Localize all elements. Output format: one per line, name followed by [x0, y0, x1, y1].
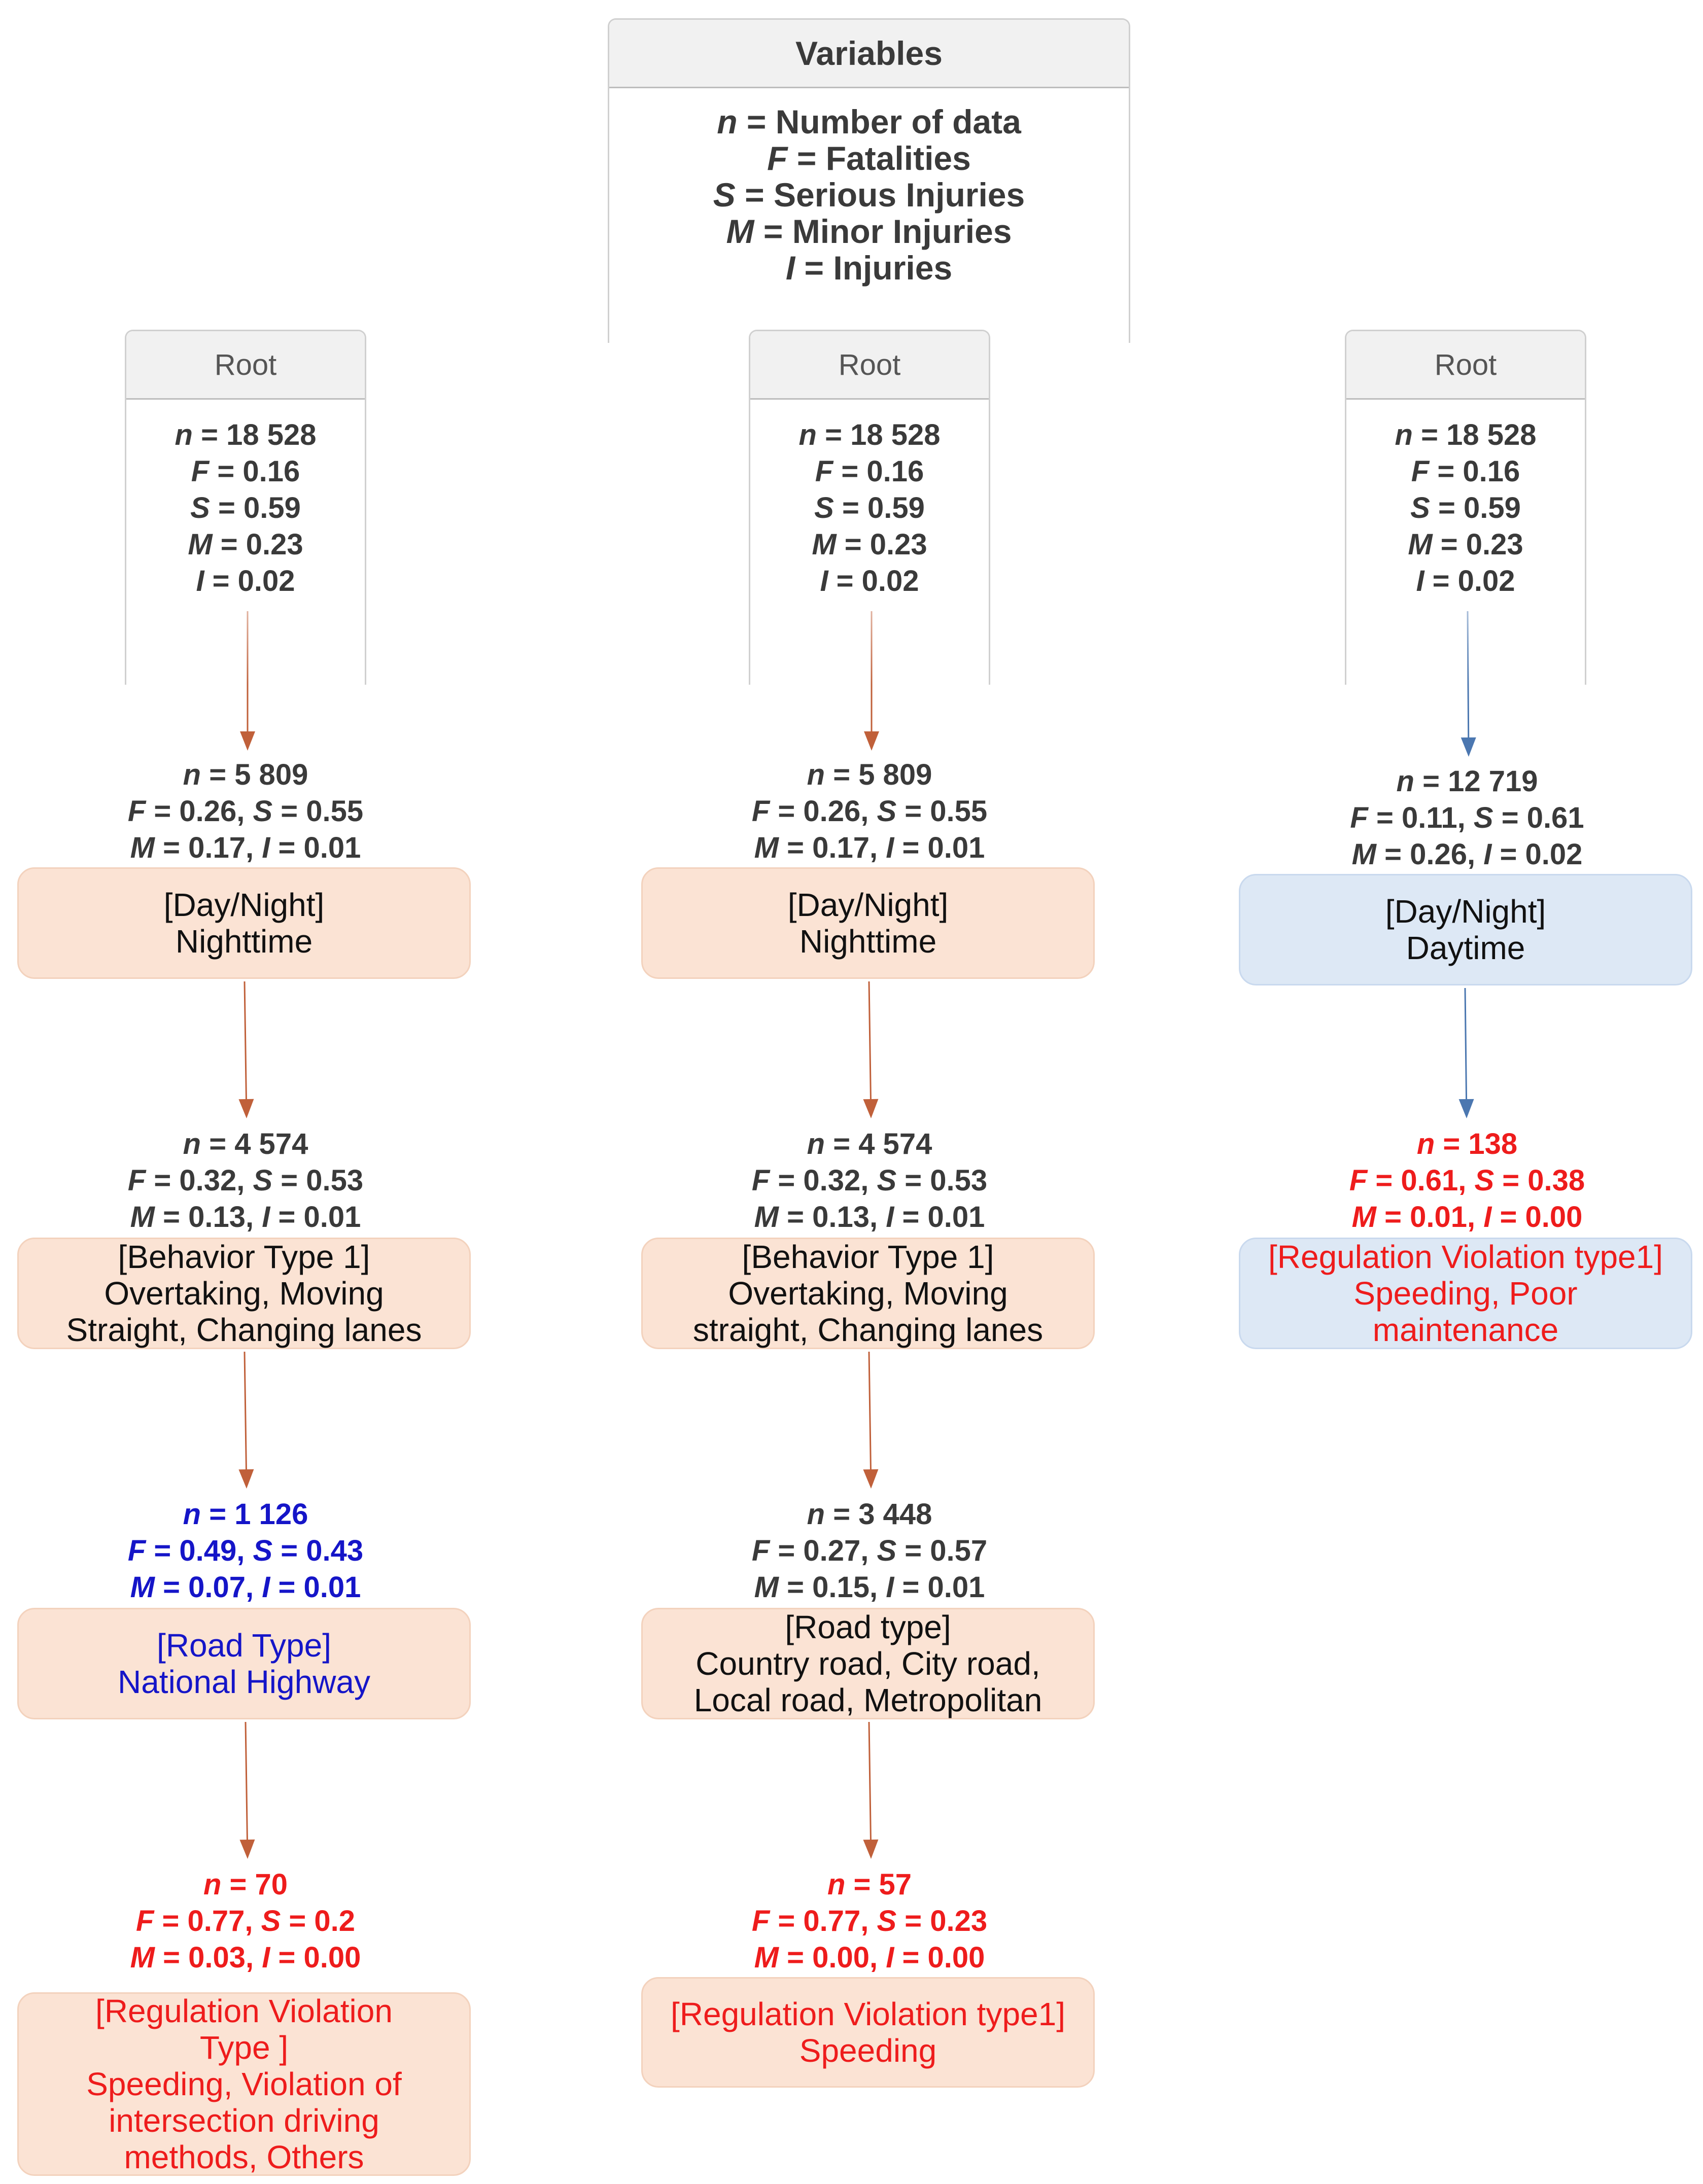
- tree3-root: Root n = 18 528 F = 0.16 S = 0.59 M = 0.…: [1345, 330, 1586, 685]
- tree1-node-behavior-type: [Behavior Type 1] Overtaking, Moving Str…: [17, 1238, 471, 1349]
- tree1-node-regulation-violation: [Regulation Violation Type ] Speeding, V…: [17, 1992, 471, 2176]
- tree2-root: Root n = 18 528 F = 0.16 S = 0.59 M = 0.…: [749, 330, 990, 685]
- edge-arrowhead-6: [863, 1099, 879, 1118]
- tree1-l1-stats: n = 5 809 F = 0.26, S = 0.55 M = 0.17, I…: [127, 758, 364, 864]
- tree2-node-behavior-type: [Behavior Type 1] Overtaking, Moving str…: [641, 1238, 1095, 1349]
- tree2-node-road-type: [Road type] Country road, City road, Loc…: [641, 1608, 1095, 1719]
- edge-arrowhead-5: [864, 731, 879, 751]
- tree2-node-nighttime: [Day/Night] Nighttime: [641, 867, 1095, 979]
- variables-legend: Variables n = Number of data F = Fatalit…: [608, 18, 1130, 343]
- edge-line-10: [1464, 988, 1468, 1100]
- edge-arrowhead-1: [240, 731, 255, 751]
- legend-item-i: I = Injuries: [785, 249, 953, 287]
- edge-arrowhead-9: [1461, 737, 1476, 757]
- tree1-l4-stats: n = 70 F = 0.77, S = 0.2 M = 0.03, I = 0…: [130, 1868, 361, 1974]
- edge-line-3: [244, 1351, 247, 1470]
- edge-arrowhead-4: [239, 1839, 255, 1859]
- tree2-node-regulation-violation: [Regulation Violation type1] Speeding: [641, 1977, 1095, 2088]
- edge-arrowhead-7: [863, 1469, 879, 1489]
- root-stats: n = 18 528 F = 0.16 S = 0.59 M = 0.23 I …: [1395, 418, 1537, 597]
- tree3-l2-stats: n = 138 F = 0.61, S = 0.38 M = 0.01, I =…: [1349, 1128, 1585, 1234]
- edge-arrowhead-8: [863, 1839, 879, 1859]
- edge-line-4: [245, 1721, 248, 1840]
- tree1-l2-stats: n = 4 574 F = 0.32, S = 0.53 M = 0.13, I…: [127, 1128, 364, 1234]
- legend-item-s: S = Serious Injuries: [713, 176, 1025, 214]
- edge-arrowhead-10: [1458, 1099, 1474, 1118]
- edge-arrowhead-3: [238, 1469, 254, 1489]
- root-label: Root: [750, 331, 989, 400]
- tree2-l3-stats: n = 3 448 F = 0.27, S = 0.57 M = 0.15, I…: [751, 1498, 988, 1604]
- root-label: Root: [1346, 331, 1585, 400]
- legend-item-n: n = Number of data: [717, 103, 1021, 140]
- root-stats: n = 18 528 F = 0.16 S = 0.59 M = 0.23 I …: [175, 418, 317, 597]
- legend-item-m: M = Minor Injuries: [726, 213, 1012, 250]
- legend-item-f: F = Fatalities: [767, 139, 971, 177]
- edge-line-6: [868, 981, 872, 1100]
- tree2-l1-stats: n = 5 809 F = 0.26, S = 0.55 M = 0.17, I…: [751, 758, 988, 864]
- tree1-node-nighttime: [Day/Night] Nighttime: [17, 867, 471, 979]
- edge-line-7: [868, 1351, 872, 1470]
- tree1-root: Root n = 18 528 F = 0.16 S = 0.59 M = 0.…: [125, 330, 366, 685]
- tree2-l4-stats: n = 57 F = 0.77, S = 0.23 M = 0.00, I = …: [751, 1868, 988, 1974]
- tree3-l1-stats: n = 12 719 F = 0.11, S = 0.61 M = 0.26, …: [1350, 765, 1584, 871]
- edge-arrowhead-2: [238, 1099, 254, 1118]
- legend-title: Variables: [609, 20, 1129, 88]
- tree3-node-regulation-violation: [Regulation Violation type1] Speeding, P…: [1239, 1238, 1692, 1349]
- tree2-l2-stats: n = 4 574 F = 0.32, S = 0.53 M = 0.13, I…: [751, 1128, 988, 1234]
- tree3-node-daytime: [Day/Night] Daytime: [1239, 874, 1692, 985]
- edge-line-8: [868, 1721, 872, 1840]
- tree1-l3-stats: n = 1 126 F = 0.49, S = 0.43 M = 0.07, I…: [127, 1498, 364, 1604]
- root-stats: n = 18 528 F = 0.16 S = 0.59 M = 0.23 I …: [798, 418, 941, 597]
- root-label: Root: [126, 331, 365, 400]
- edge-line-2: [244, 981, 247, 1100]
- tree1-node-road-type: [Road Type] National Highway: [17, 1608, 471, 1719]
- legend-items: n = Number of data F = Fatalities S = Se…: [609, 88, 1129, 286]
